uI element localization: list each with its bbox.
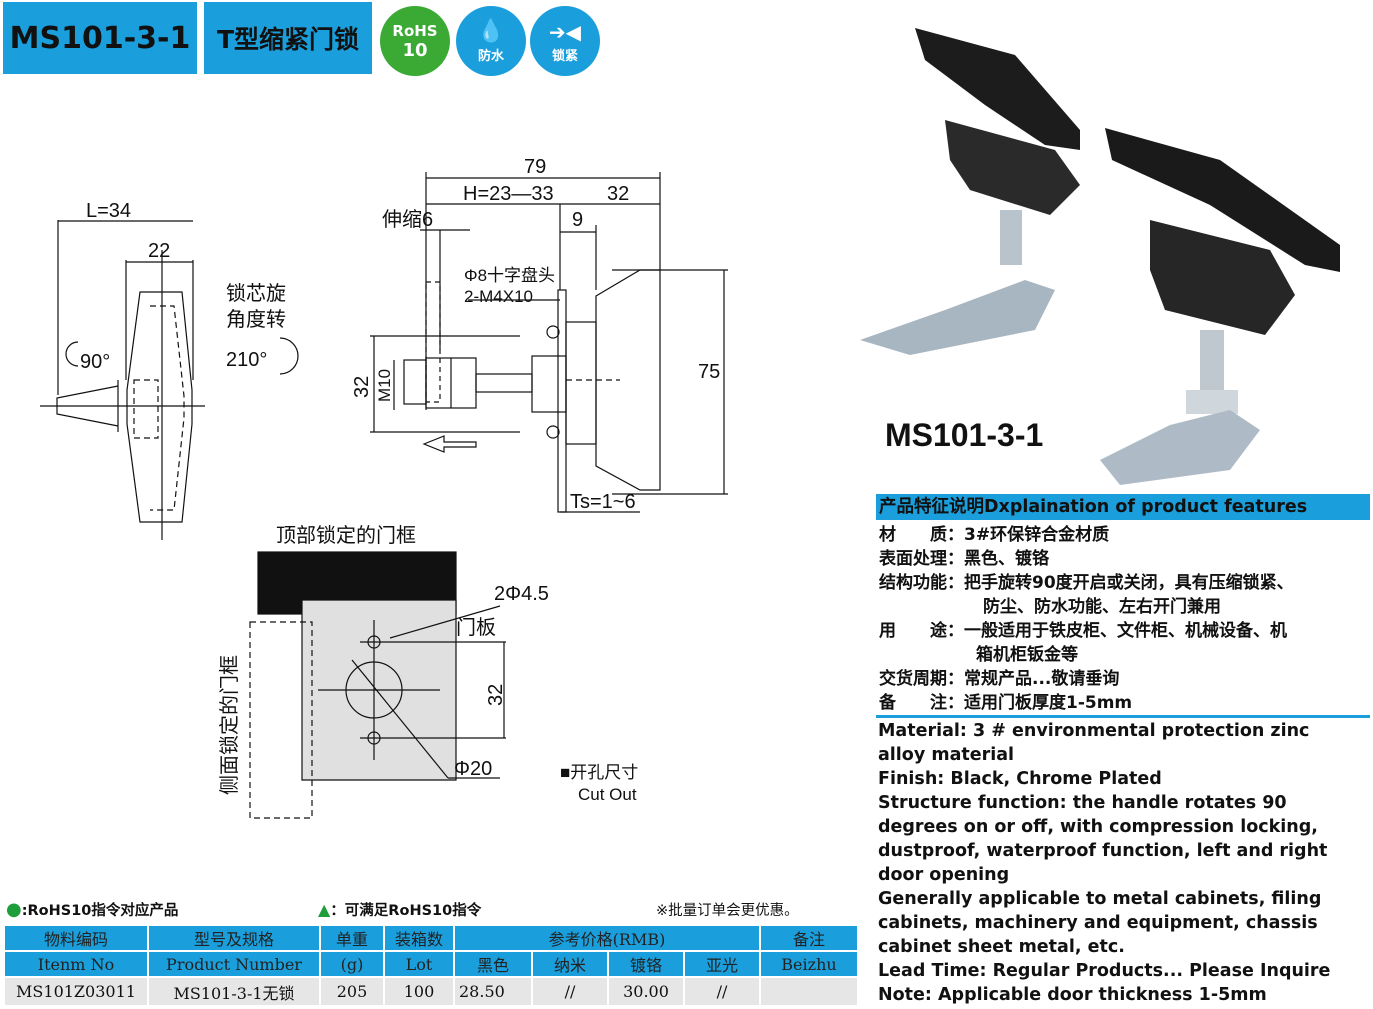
side-frame-label: 侧面锁定的门框 xyxy=(218,655,241,795)
dim-32-top: 32 xyxy=(607,183,629,205)
technical-drawing: L=34 22 90° 锁芯旋 角度转 210° 79 H=23—33 32 伸… xyxy=(40,156,728,819)
feature-row-lead: 交货周期：常规产品...敬请垂询 xyxy=(879,669,1120,689)
en-line-6: dustproof, waterproof function, left and… xyxy=(878,841,1328,861)
rotate-label-2: 角度转 xyxy=(226,308,286,331)
rotate-angle: 210° xyxy=(226,349,267,371)
product-photo xyxy=(860,28,1340,485)
water-drop-icon: 💧 xyxy=(477,18,505,44)
dim-h: H=23—33 xyxy=(463,183,554,205)
feature-row-usage-cont: 箱机柜钣金等 xyxy=(976,645,1078,665)
green-triangle-icon: ▲ xyxy=(318,900,331,919)
col-note-cn: 备注 xyxy=(759,924,859,952)
col-price-group: 参考价格(RMB) xyxy=(453,924,761,952)
cell-product: MS101-3-1无锁 xyxy=(147,976,321,1007)
en-line-8: Generally applicable to metal cabinets, … xyxy=(878,889,1322,909)
en-line-11: Lead Time: Regular Products... Please In… xyxy=(878,961,1331,981)
en-line-4: Structure function: the handle rotates 9… xyxy=(878,793,1287,813)
lock-badge: ➔◀ 锁紧 xyxy=(530,6,600,76)
en-line-7: door opening xyxy=(878,865,1010,885)
cell-weight: 205 xyxy=(319,976,385,1007)
dim-75: 75 xyxy=(698,361,720,383)
cell-black: 28.50 xyxy=(453,976,533,1007)
dim-9: 9 xyxy=(572,209,583,231)
feature-row-note: 备 注：适用门板厚度1-5mm xyxy=(879,693,1133,713)
panel-label: 门板 xyxy=(456,616,496,639)
col-item-en: Itenm No xyxy=(3,950,149,978)
screw-spec-1: Φ8十字盘头 xyxy=(464,266,555,285)
cutout-cn: ■开孔尺寸 xyxy=(560,763,638,782)
dim-22: 22 xyxy=(148,240,170,262)
feature-row-structure-cont: 防尘、防水功能、左右开门兼用 xyxy=(983,597,1221,617)
en-line-9: cabinets, machinery and equipment, chass… xyxy=(878,913,1318,933)
feature-row-usage: 用 途：一般适用于铁皮柜、文件柜、机械设备、机 xyxy=(879,621,1287,641)
col-weight-en: (g) xyxy=(319,950,385,978)
dim-stretch: 伸缩6 xyxy=(382,208,433,231)
col-black: 黑色 xyxy=(453,950,533,978)
legend-bulk: ※批量订单会更优惠。 xyxy=(656,903,799,919)
col-lot-en: Lot xyxy=(383,950,455,978)
dia-20: Φ20 xyxy=(454,758,492,780)
dim-79: 79 xyxy=(524,156,546,178)
angle-90: 90° xyxy=(80,351,110,373)
col-weight-cn: 单重 xyxy=(319,924,385,952)
cell-note xyxy=(759,976,859,1007)
dim-ts: Ts=1~6 xyxy=(570,491,636,513)
en-line-2: alloy material xyxy=(878,745,1015,765)
legend-rohs: ●:RoHS10指令对应产品 xyxy=(6,899,179,920)
cutout-en: Cut Out xyxy=(578,785,637,804)
arrows-in-icon: ➔◀ xyxy=(548,19,582,44)
cell-item: MS101Z03011 xyxy=(3,976,149,1007)
en-line-1: Material: 3 # environmental protection z… xyxy=(878,721,1310,741)
en-line-10: cabinet sheet metal, etc. xyxy=(878,937,1125,957)
table-row: MS101Z03011 MS101-3-1无锁 205 100 28.50 //… xyxy=(3,976,859,1007)
model-header: MS101-3-1 xyxy=(3,2,197,74)
price-table: 物料编码 型号及规格 单重 装箱数 参考价格(RMB) 备注 Itenm No … xyxy=(3,924,859,1007)
cell-lot: 100 xyxy=(383,976,455,1007)
dim-32-left: 32 xyxy=(351,376,373,398)
product-title: T型缩紧门锁 xyxy=(216,25,360,54)
feature-row-finish: 表面处理：黑色、镀铬 xyxy=(879,549,1049,569)
en-line-12: Note: Applicable door thickness 1-5mm xyxy=(878,985,1267,1005)
col-matte: 亚光 xyxy=(683,950,761,978)
col-note-en: Beizhu xyxy=(759,950,859,978)
col-item-cn: 物料编码 xyxy=(3,924,149,952)
features-heading: 产品特征说明Dxplaination of product features xyxy=(879,497,1308,517)
col-product-en: Product Number xyxy=(147,950,321,978)
top-frame-label: 顶部锁定的门框 xyxy=(276,524,416,547)
rohs-badge: RoHS 10 xyxy=(380,6,450,76)
title-header: T型缩紧门锁 xyxy=(204,2,372,74)
thread-m10: M10 xyxy=(375,369,394,402)
dim-l34: L=34 xyxy=(86,200,131,222)
green-dot-icon: ● xyxy=(6,899,22,920)
cell-chrome: 30.00 xyxy=(607,976,685,1007)
cutout-dim-32: 32 xyxy=(485,684,507,706)
table-header-row-1: 物料编码 型号及规格 单重 装箱数 参考价格(RMB) 备注 xyxy=(3,924,859,952)
en-line-3: Finish: Black, Chrome Plated xyxy=(878,769,1162,789)
holes-dim: 2Φ4.5 xyxy=(494,583,549,605)
col-product-cn: 型号及规格 xyxy=(147,924,321,952)
features-heading-bar xyxy=(876,494,1370,520)
cell-nano: // xyxy=(531,976,609,1007)
rotate-label-1: 锁芯旋 xyxy=(226,282,286,305)
col-chrome: 镀铬 xyxy=(607,950,685,978)
waterproof-badge: 💧 防水 xyxy=(456,6,526,76)
photo-caption: MS101-3-1 xyxy=(885,417,1044,453)
handle-rear xyxy=(860,28,1080,355)
features-divider xyxy=(876,715,1370,718)
feature-row-material: 材 质：3#环保锌合金材质 xyxy=(879,525,1110,545)
feature-row-structure: 结构功能：把手旋转90度开启或关闭，具有压缩锁紧、 xyxy=(879,573,1294,593)
handle-front xyxy=(1100,128,1340,485)
model-number: MS101-3-1 xyxy=(9,20,191,56)
table-header-row-2: Itenm No Product Number (g) Lot 黑色 纳米 镀铬… xyxy=(3,950,859,978)
legend-meets: ▲：可满足RoHS10指令 xyxy=(318,900,482,919)
col-nano: 纳米 xyxy=(531,950,609,978)
en-line-5: degrees on or off, with compression lock… xyxy=(878,817,1318,837)
screw-spec-2: 2-M4X10 xyxy=(464,287,533,306)
col-lot-cn: 装箱数 xyxy=(383,924,455,952)
cell-matte: // xyxy=(683,976,761,1007)
